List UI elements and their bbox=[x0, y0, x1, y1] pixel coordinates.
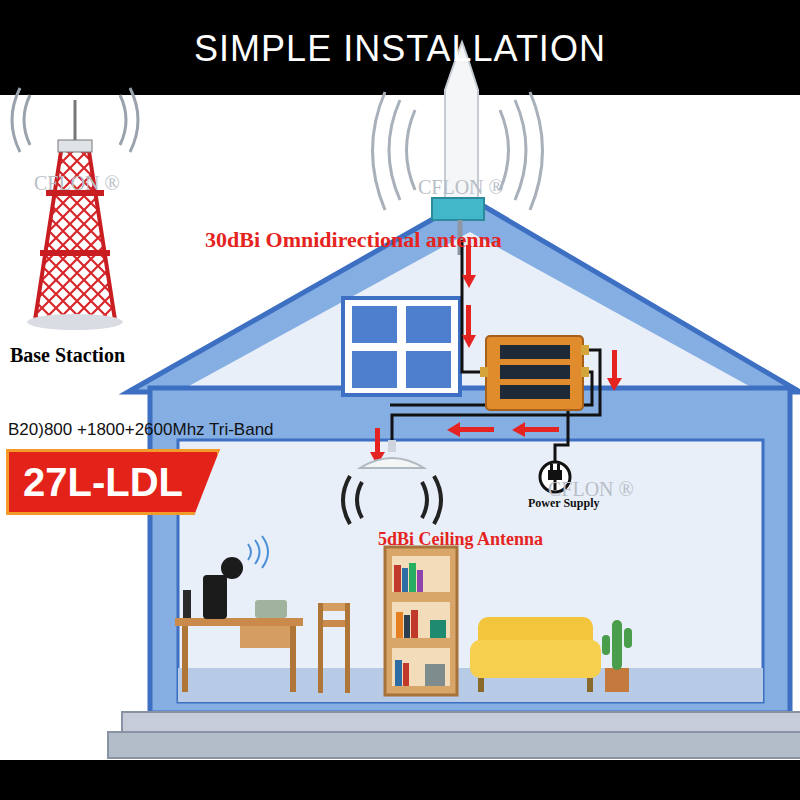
model-badge: 27L-LDL bbox=[6, 449, 220, 515]
ceiling-antenna-label: 5dBi Ceiling Antenna bbox=[378, 530, 543, 550]
title: SIMPLE INSTALLATION bbox=[0, 28, 800, 70]
band-label: B20)800 +1800+2600Mhz Tri-Band bbox=[8, 421, 274, 440]
badge-text: 27L-LDL bbox=[23, 460, 183, 504]
watermark: CFLON ® bbox=[418, 176, 504, 198]
tower-label: Base Staction bbox=[10, 344, 125, 366]
watermark: CFLON ® bbox=[548, 478, 634, 500]
antenna-label: 30dBi Omnidirectional antenna bbox=[205, 228, 502, 252]
watermark: CFLON ® bbox=[34, 172, 120, 194]
